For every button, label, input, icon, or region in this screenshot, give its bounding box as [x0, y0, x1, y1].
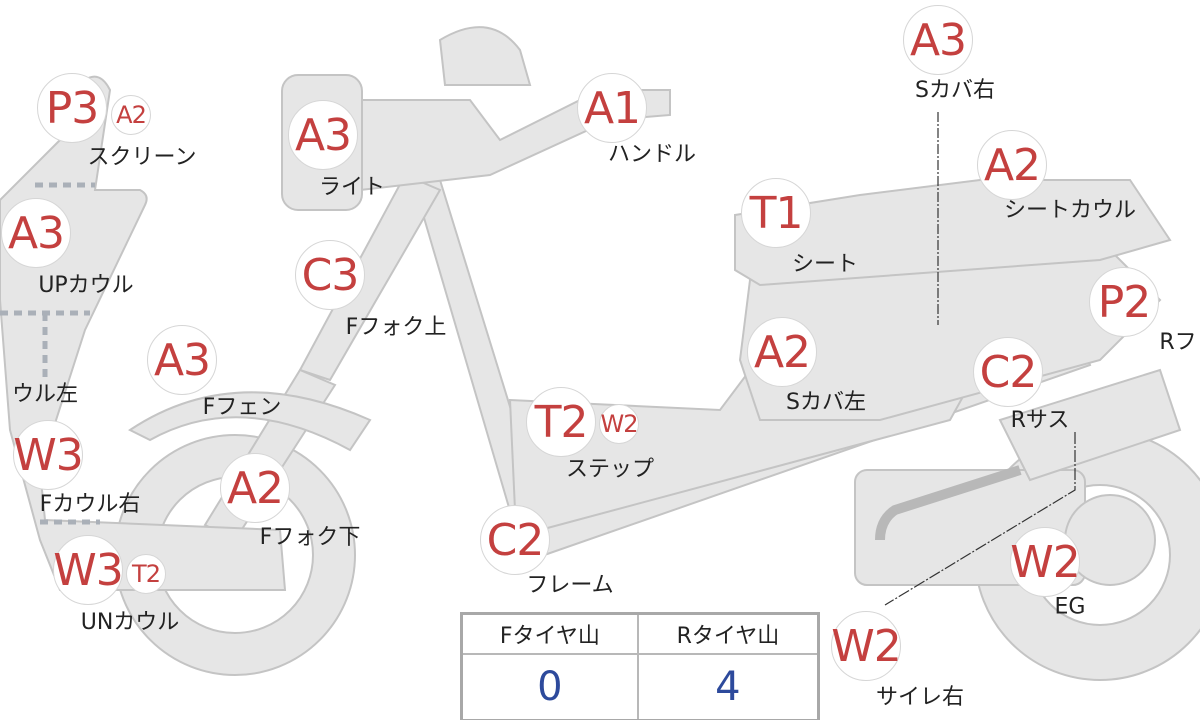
grade-badge-seat: T1: [741, 178, 811, 248]
grade-badge-step-1: T2: [526, 387, 596, 457]
grade-badge-side-cover-right: A3: [903, 5, 973, 75]
front-tire-value: 0: [460, 653, 639, 720]
part-label-frame: フレーム: [526, 573, 614, 598]
grade-badge-upper-cowl: A3: [1, 198, 71, 268]
part-label-light: ライト: [318, 175, 386, 200]
part-label-front-fork-upper: Fフォク上: [345, 315, 447, 340]
grade-badge-silencer-right: W2: [831, 611, 902, 681]
part-label-upper-cowl: UPカウル: [38, 273, 134, 298]
part-label-handle: ハンドル: [607, 142, 697, 167]
part-label-rear-suspension: Rサス: [1010, 408, 1070, 433]
muffler: [998, 368, 1182, 482]
part-label-front-fork-lower: Fフォク下: [259, 525, 361, 550]
grade-badge-under-cowl-1: W3: [53, 535, 124, 605]
seat-shape: [734, 179, 1172, 287]
grade-badge-rear-suspension: C2: [973, 337, 1043, 407]
mirror: [438, 26, 532, 86]
part-label-silencer-right: サイレ右: [875, 685, 965, 710]
part-label-seat: シート: [791, 252, 859, 277]
part-label-side-cover-left: Sカバ左: [786, 390, 866, 415]
part-label-rear-fender: Rフ: [1159, 330, 1197, 355]
grade-badge-screen-2: A2: [111, 95, 151, 135]
grade-badge-rear-fender: P2: [1089, 267, 1159, 337]
grade-badge-under-cowl-2: T2: [126, 554, 166, 594]
grade-badge-handle: A1: [577, 73, 647, 143]
front-fender-shape: [128, 391, 372, 452]
grade-badge-screen-1: P3: [37, 73, 107, 143]
part-label-screen: スクリーン: [87, 145, 197, 170]
part-label-front-cowl-right: Fカウル右: [39, 492, 141, 517]
part-label-step: ステップ: [565, 457, 655, 482]
rear-tire-header: Rタイヤ山: [636, 612, 820, 655]
rear-tire-value: 4: [636, 653, 820, 720]
grade-badge-front-fork-upper: C3: [295, 240, 365, 310]
part-label-seat-cowl: シートカウル: [1003, 198, 1137, 223]
front-tire-header: Fタイヤ山: [460, 612, 639, 655]
grade-badge-front-fender: A3: [147, 325, 217, 395]
part-label-under-cowl: UNカウル: [80, 610, 180, 635]
part-label-engine: EG: [1054, 594, 1086, 620]
grade-badge-front-cowl-right: W3: [13, 420, 84, 490]
grade-badge-frame: C2: [480, 505, 550, 575]
grade-badge-side-cover-left: A2: [747, 317, 817, 387]
part-label-cowl-left: ウル左: [11, 382, 79, 407]
grade-badge-step-2: W2: [599, 404, 639, 444]
part-label-side-cover-right: Sカバ右: [915, 78, 995, 103]
grade-badge-engine: W2: [1010, 527, 1081, 597]
grade-badge-light: A3: [288, 100, 358, 170]
grade-badge-front-fork-lower: A2: [220, 453, 290, 523]
part-label-front-fender: Fフェン: [202, 395, 282, 420]
tire-tread-table: Fタイヤ山 Rタイヤ山 0 4: [460, 612, 820, 720]
grade-badge-seat-cowl: A2: [977, 130, 1047, 200]
